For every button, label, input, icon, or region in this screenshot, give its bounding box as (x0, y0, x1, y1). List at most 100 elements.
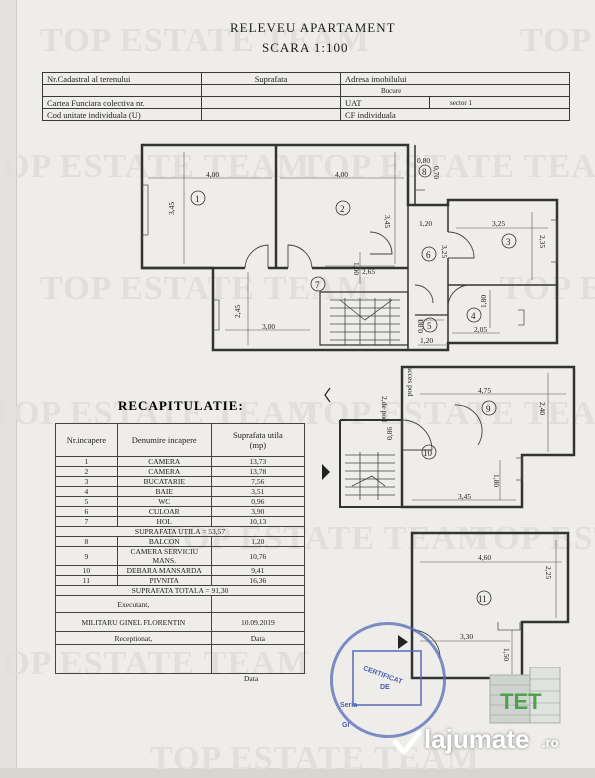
dim-label: 1,20 (420, 336, 433, 345)
row-name: CAMERA (116, 456, 212, 467)
row-name: BAIE (116, 486, 212, 497)
watermark: TOP ESTATE TEAM (300, 395, 595, 432)
col-name: Denumire incapere (116, 423, 212, 457)
row-area: 10,76 (210, 546, 306, 566)
room-number: 8 (422, 167, 427, 177)
total-area-summary: SUPRAFATA TOTALA = 91,30 (55, 585, 305, 596)
room-number: 3 (506, 237, 511, 247)
room-number: 6 (426, 250, 431, 260)
date-label: Data (244, 674, 259, 683)
room-number: 9 (486, 404, 491, 414)
dim-label: 0,70 (432, 166, 441, 179)
executor-name: MILITARU GINEL FLORENTIN (55, 612, 212, 632)
row-name: BUCATARIE (116, 476, 212, 487)
date-value: 10.09.2019 (240, 617, 275, 627)
watermark: TOP ESTATE TEAM (40, 270, 370, 307)
apartment-outline (140, 143, 559, 352)
row-nr: 3 (55, 476, 118, 487)
windows (142, 184, 558, 331)
row-nr: 5 (55, 496, 118, 507)
row-nr: 1 (55, 456, 118, 467)
col-nr: Nr.incapere (55, 423, 118, 457)
date-label: Data (210, 631, 306, 645)
dim-label: 2,35 (538, 235, 547, 248)
stamp-text: GI (342, 722, 350, 729)
row-nr: 9 (55, 546, 118, 566)
dim-label: 1,80 (479, 295, 488, 308)
dim-label: 0,80 (417, 156, 430, 165)
row-name: WC (116, 496, 212, 507)
watermark: TOP ESTATE TEAM (500, 270, 595, 307)
stamp-text: DE (380, 684, 390, 691)
dim-label: 2,05 (474, 325, 487, 334)
row-name: PIVNITA (116, 575, 212, 586)
row-name: HOL (116, 516, 212, 527)
row-area: 13,78 (210, 466, 306, 477)
dim-label: 2,65 (362, 267, 375, 276)
dim-label: 4,00 (206, 170, 219, 179)
col-area: Suprafata utila (mp) (210, 423, 306, 457)
watermark: TOP ESTATE TEAM (300, 148, 595, 185)
row-area: 7,56 (210, 476, 306, 487)
check-icon (392, 730, 422, 756)
watermark: TOP ESTATE TEAM (520, 22, 595, 59)
dim-label: 3,45 (458, 492, 471, 501)
dim-label: 3,30 (460, 632, 473, 641)
dim-label: 1,00 (352, 262, 361, 275)
dim-label: 0,86 (385, 427, 394, 440)
lajumate-logo: lajumate .ro (392, 722, 592, 762)
dim-label: 0,80 (416, 320, 425, 333)
document-title: RELEVEU APARTAMENT (230, 20, 396, 35)
stair-label: acces pod (406, 367, 415, 397)
row-nr: 4 (55, 486, 118, 497)
dim-label: 2,40 (538, 402, 547, 415)
dimension-lines (148, 152, 566, 674)
room-number: 1 (195, 194, 200, 204)
info-table: Nr.Cadastral al terenului Suprafata Adre… (42, 72, 570, 121)
dim-label: 3,00 (262, 322, 275, 331)
attic-window (516, 457, 523, 481)
watermark: TOP ESTATE TEAM (470, 520, 595, 557)
row-area: 3,90 (210, 506, 306, 517)
received-label: Receptionat, (55, 631, 212, 645)
dim-label: 4,75 (478, 386, 491, 395)
row-area: 10,13 (210, 516, 306, 527)
scan-edge (0, 0, 17, 768)
certification-stamp-inner (352, 650, 422, 706)
logo-suffix: .ro (542, 735, 559, 750)
row-name: CAMERA (116, 466, 212, 477)
watermark: TOP ESTATE TEAM (0, 148, 310, 185)
row-nr: 7 (55, 516, 118, 527)
row-name: BALCON (116, 536, 212, 547)
useful-area-summary: SUPRAFATA UTILA = 53,57 (55, 526, 305, 537)
entry-arrow-icon (324, 387, 331, 403)
row-area: 16,36 (210, 575, 306, 586)
row-nr: 6 (55, 506, 118, 517)
row-area: 9,41 (210, 565, 306, 576)
dim-label: 4,00 (335, 170, 348, 179)
dim-label: 3,45 (383, 215, 392, 228)
executor-label: Executant, (55, 595, 212, 613)
room-number: 7 (315, 280, 320, 290)
document-scale: SCARA 1:100 (262, 40, 349, 55)
stair-lines (330, 298, 400, 345)
brand-building-logo: TET (489, 667, 561, 724)
watermark: TOP ESTATE TEAM (40, 22, 370, 59)
row-name: CAMERA SERVICIU MANS. (116, 546, 212, 566)
attic-stair-wall (339, 419, 402, 508)
door-arcs (244, 231, 475, 308)
row-nr: 2 (55, 466, 118, 477)
dim-label: 1,20 (419, 219, 432, 228)
row-area: 13,73 (210, 456, 306, 467)
entry-arrow-icon (322, 464, 330, 480)
dim-label: 2,25 (544, 566, 553, 579)
cf-individual-label: CF individuala (340, 108, 570, 121)
